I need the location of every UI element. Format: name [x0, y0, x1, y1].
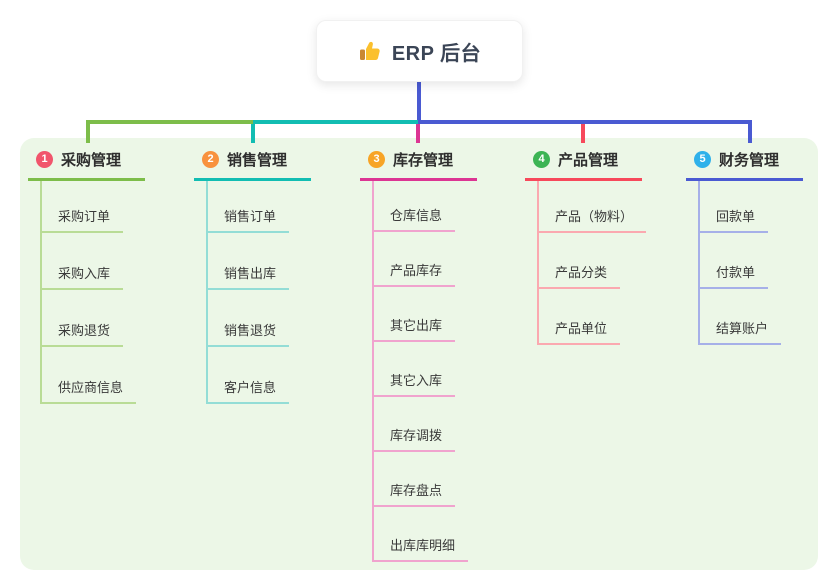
branch-product-children: 产品（物料） 产品分类 产品单位	[537, 181, 647, 345]
branch-label: 销售管理	[227, 152, 288, 169]
branch-finance-children: 回款单 付款单 结算账户	[698, 181, 803, 345]
branch-purchase-header[interactable]: 1 采购管理	[28, 143, 145, 181]
child-item[interactable]: 客户信息	[206, 347, 311, 404]
branch-sales-children: 销售订单 销售出库 销售退货 客户信息	[206, 181, 311, 404]
branch-label: 财务管理	[719, 152, 780, 169]
child-item[interactable]: 库存盘点	[372, 452, 477, 507]
branch-purchase-children: 采购订单 采购入库 采购退货 供应商信息	[40, 181, 145, 404]
child-item[interactable]: 产品单位	[537, 289, 646, 345]
root-node-title: ERP 后台	[391, 42, 482, 65]
branch-label: 库存管理	[393, 152, 454, 169]
branch-product-header[interactable]: 4 产品管理	[525, 143, 642, 181]
branch-product: 4 产品管理 产品（物料） 产品分类 产品单位	[525, 143, 647, 345]
branch-4-drop-line	[581, 124, 585, 143]
child-item[interactable]: 其它入库	[372, 342, 477, 397]
child-item[interactable]: 采购入库	[40, 233, 145, 290]
mindmap-background-panel	[20, 138, 818, 570]
branch-finance-header[interactable]: 5 财务管理	[686, 143, 803, 181]
branch-5-drop-line	[748, 122, 752, 143]
child-item[interactable]: 产品分类	[537, 233, 646, 289]
child-item[interactable]: 回款单	[698, 181, 803, 233]
child-item[interactable]: 付款单	[698, 233, 803, 289]
branch-number-badge: 5	[694, 151, 711, 168]
branch-label: 采购管理	[61, 152, 122, 169]
child-item[interactable]: 出库库明细	[372, 507, 477, 562]
child-item[interactable]: 仓库信息	[372, 181, 477, 232]
child-item[interactable]: 产品（物料）	[537, 181, 647, 233]
branch-inventory-header[interactable]: 3 库存管理	[360, 143, 477, 181]
root-node-erp[interactable]: ERP 后台	[316, 20, 523, 82]
child-item[interactable]: 库存调拨	[372, 397, 477, 452]
branch-finance: 5 财务管理 回款单 付款单 结算账户	[686, 143, 803, 345]
child-item[interactable]: 供应商信息	[40, 347, 145, 404]
branch-number-badge: 4	[533, 151, 550, 168]
child-item[interactable]: 销售订单	[206, 181, 311, 233]
child-item[interactable]: 销售出库	[206, 233, 311, 290]
child-item[interactable]: 产品库存	[372, 232, 477, 287]
branch-number-badge: 2	[202, 151, 219, 168]
child-item[interactable]: 销售退货	[206, 290, 311, 347]
branch-number-badge: 1	[36, 151, 53, 168]
connector-segment-teal	[253, 120, 418, 124]
connector-segment-green	[86, 120, 253, 124]
branch-inventory: 3 库存管理 仓库信息 产品库存 其它出库 其它入库 库存调拨 库存盘点 出库库…	[360, 143, 477, 562]
branch-1-drop-line	[86, 122, 90, 143]
thumbs-up-icon	[359, 41, 380, 60]
child-item[interactable]: 采购订单	[40, 181, 145, 233]
branch-inventory-children: 仓库信息 产品库存 其它出库 其它入库 库存调拨 库存盘点 出库库明细	[372, 181, 477, 562]
branch-2-drop-line	[251, 122, 255, 143]
branch-label: 产品管理	[558, 152, 619, 169]
child-item[interactable]: 其它出库	[372, 287, 477, 342]
root-connector-line	[417, 82, 421, 122]
branch-number-badge: 3	[368, 151, 385, 168]
branch-purchase: 1 采购管理 采购订单 采购入库 采购退货 供应商信息	[28, 143, 145, 404]
branch-sales-header[interactable]: 2 销售管理	[194, 143, 311, 181]
child-item[interactable]: 采购退货	[40, 290, 145, 347]
child-item[interactable]: 结算账户	[698, 289, 803, 345]
branch-3-drop-line	[416, 124, 420, 143]
branch-sales: 2 销售管理 销售订单 销售出库 销售退货 客户信息	[194, 143, 311, 404]
connector-segment-blue	[418, 120, 752, 124]
